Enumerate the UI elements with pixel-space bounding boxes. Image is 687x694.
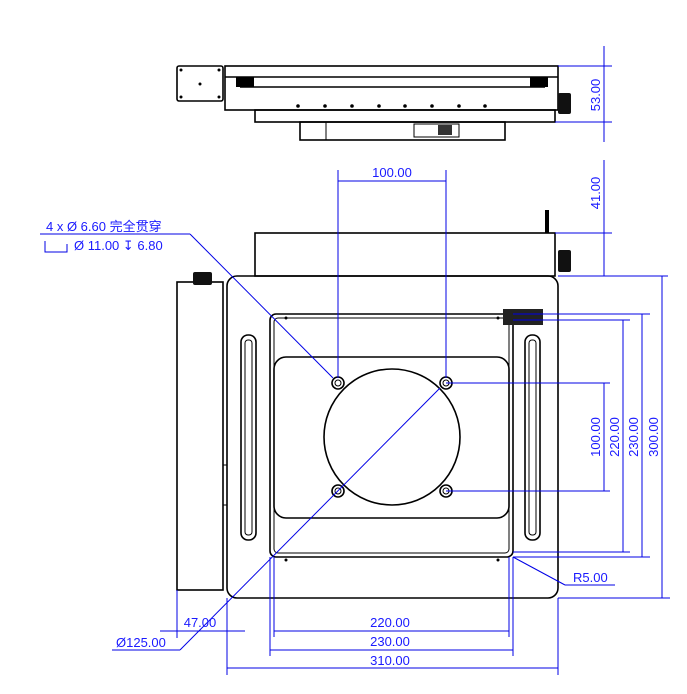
- dim-300: 300.00: [646, 417, 661, 457]
- aperture: [323, 368, 461, 506]
- dim-220-v: 220.00: [607, 417, 622, 457]
- dim-aperture: Ø125.00: [116, 635, 166, 650]
- dimension-lines: [40, 46, 670, 675]
- mounting-holes: [331, 376, 453, 498]
- callout-hole-line1: 4 x Ø 6.60 完全贯穿: [46, 219, 162, 234]
- dim-53: 53.00: [588, 79, 603, 112]
- callout-hole-line2: Ø 11.00 ↧ 6.80: [74, 238, 163, 253]
- dim-100-h: 100.00: [372, 165, 412, 180]
- dim-41: 41.00: [588, 177, 603, 210]
- dim-230-h: 230.00: [370, 634, 410, 649]
- plan-view: [176, 210, 571, 599]
- dim-radius: R5.00: [573, 570, 608, 585]
- dim-47: 47.00: [184, 615, 217, 630]
- dim-310: 310.00: [370, 653, 410, 668]
- dim-100-v: 100.00: [588, 417, 603, 457]
- dim-230-v: 230.00: [626, 417, 641, 457]
- side-view: [176, 65, 571, 141]
- dim-220-h: 220.00: [370, 615, 410, 630]
